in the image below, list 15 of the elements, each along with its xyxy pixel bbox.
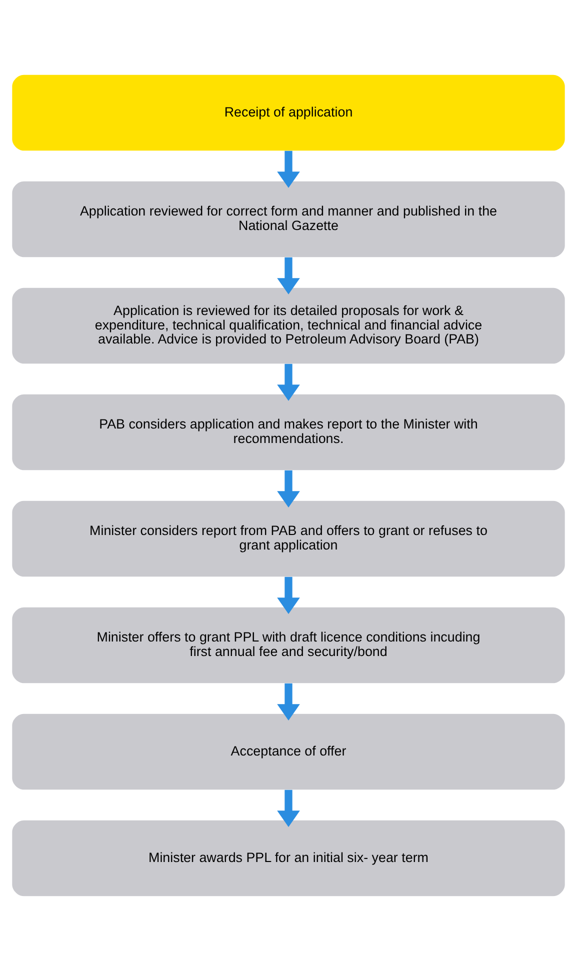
arrow: [277, 364, 300, 401]
node-box: Application reviewed for correct form and manner and published in the National Gazette: [12, 181, 565, 258]
node-box: Minister offers to grant PPL with draft licence conditions incuding first annual fee and security/bond: [12, 607, 565, 684]
arrow: [277, 150, 300, 188]
node-box: PAB considers application and makes report to the Minister with recommendations.: [12, 394, 565, 470]
arrow: [277, 576, 300, 614]
arrow: [277, 683, 300, 720]
arrow: [277, 790, 300, 827]
node-box: Minister considers report from PAB and offers to grant or refuses to grant application: [12, 500, 565, 577]
arrow: [277, 257, 300, 294]
node-box: Application is reviewed for its detailed proposals for work & expenditure, technical qualification, technical and financial advice available. Advice is provided to Petroleum Advisory Board (PAB): [12, 288, 565, 364]
node-box: Minister awards PPL for an initial six- year term: [12, 820, 565, 896]
arrow: [277, 470, 300, 508]
node-box: Receipt of application: [12, 74, 565, 151]
node-box: Acceptance of offer: [12, 714, 565, 790]
